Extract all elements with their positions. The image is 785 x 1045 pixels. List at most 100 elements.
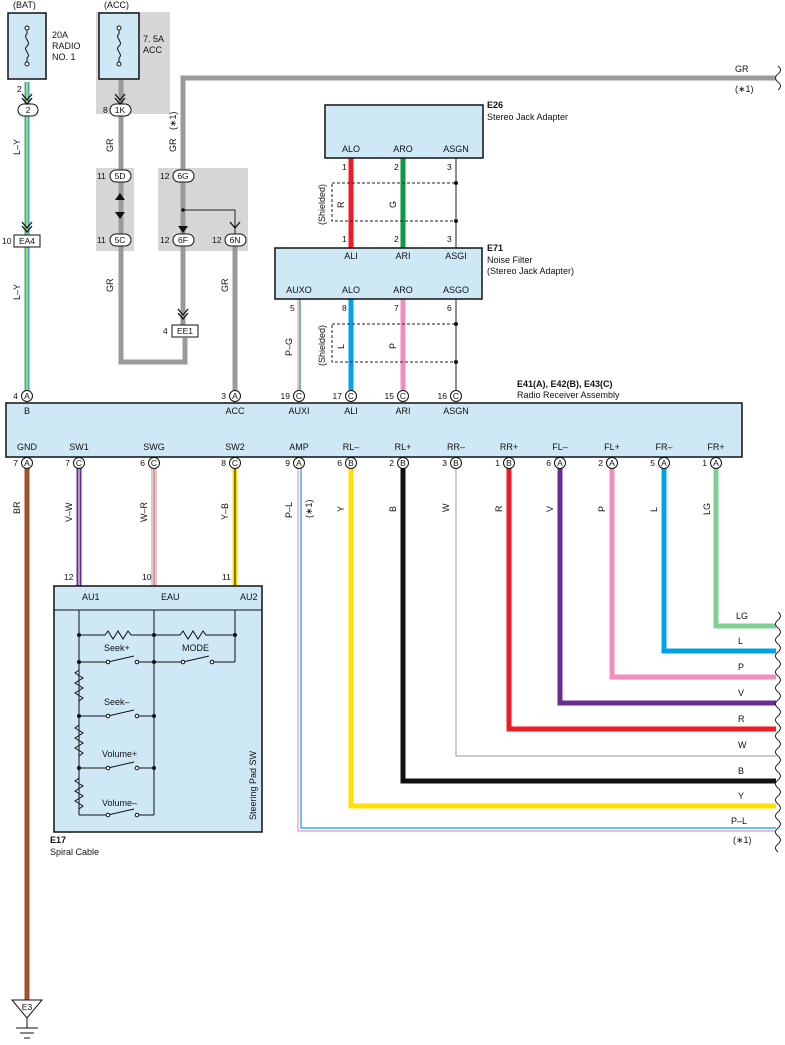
label-gr-top: GR: [735, 64, 749, 74]
radio-bottom-10-letter: A: [609, 458, 615, 468]
radio-bottom-6-letter: B: [400, 458, 406, 468]
wire-v: [557, 468, 776, 706]
label-g-e26: G: [388, 201, 398, 208]
label-vw: V–W: [64, 502, 74, 522]
connector-5d: 5D: [109, 169, 132, 183]
radio-bottom-12-letter: A: [713, 458, 719, 468]
label-y: Y: [336, 506, 346, 512]
radio-bottom-terminals: A7GNDC7SW1C6SWGC8SW2A9AMPB6RL–B2RL+B3RR–…: [13, 442, 725, 469]
e26-pin-2: 2: [394, 162, 399, 172]
switch-volume-minus: Volume–: [102, 798, 137, 808]
label-r: R: [494, 505, 504, 512]
label-note1: (∗1): [735, 84, 754, 94]
label-l-e71: L: [336, 344, 346, 349]
label-shielded2: (Shielded): [317, 325, 327, 366]
label-lg: LG: [702, 503, 712, 515]
wire-p2: [609, 468, 776, 680]
radio-bottom-2-letter: C: [151, 458, 157, 468]
radio-bottom-11-pin: 5: [650, 458, 655, 468]
label-ly2: L–Y: [12, 284, 22, 300]
radio-bottom-7-name: RR–: [447, 442, 465, 452]
radio-bottom-2-pin: 6: [140, 458, 145, 468]
radio-bottom-9-pin: 6: [546, 458, 551, 468]
radio-bottom-5-letter: B: [348, 458, 354, 468]
e17-term-au2: AU2: [240, 592, 258, 602]
radio-bottom-10-name: FL+: [604, 442, 620, 452]
svg-text:5C: 5C: [115, 235, 126, 245]
radio-box: [5, 402, 743, 458]
connector-1k: 1K: [109, 103, 132, 117]
pin-4-ee1: 4: [163, 326, 168, 336]
radio-top-5-marker: [450, 390, 462, 402]
wire-y: [348, 468, 776, 809]
svg-text:6G: 6G: [177, 171, 188, 181]
e17-pin-10: 10: [142, 572, 152, 582]
pin-2: 2: [17, 84, 22, 94]
radio-top-4-letter: C: [400, 391, 406, 401]
wire-l2: [661, 468, 776, 654]
radio-bottom-4-marker: [293, 457, 305, 469]
label-l: L: [649, 507, 659, 512]
switch-circuit: [74, 610, 236, 816]
radio-bottom-3-name: SW2: [225, 442, 245, 452]
switch-seek-minus: Seek–: [104, 697, 130, 707]
switch-seek-plus: Seek+: [104, 643, 130, 653]
e71-pin-6: 6: [447, 303, 452, 313]
radio-bottom-1-marker: [73, 457, 85, 469]
e17-box: [53, 585, 263, 833]
radio-top-5-letter: C: [453, 391, 459, 401]
e17-pin-11: 11: [222, 572, 231, 582]
e17-name: Spiral Cable: [50, 847, 99, 857]
radio-bottom-2-name: SWG: [143, 442, 165, 452]
e71-term-aro: ARO: [393, 285, 413, 295]
svg-text:6N: 6N: [230, 235, 241, 245]
radio-bottom-0-marker: [21, 457, 33, 469]
e71-box: [274, 247, 483, 300]
pin-11b: 11: [97, 235, 106, 245]
e71-term-ali: ALI: [344, 251, 358, 261]
connector-6g: 6G: [172, 169, 195, 183]
radio-bottom-7-pin: 3: [442, 458, 447, 468]
switch-volume-plus: Volume+: [102, 749, 137, 759]
e71-term-ari: ARI: [395, 251, 410, 261]
radio-top-1-pin: 3: [221, 391, 226, 401]
radio-top-1-letter: A: [232, 391, 238, 401]
radio-bottom-9-letter: A: [557, 458, 563, 468]
radio-bottom-3-pin: 8: [221, 458, 226, 468]
arrow-heads: [115, 193, 188, 233]
radio-top-5-name: ASGN: [443, 406, 469, 416]
e26-term-aro: ARO: [393, 144, 413, 154]
radio-bottom-6-pin: 2: [389, 458, 394, 468]
radio-top-3-name: ALI: [344, 406, 358, 416]
e26-pin-1: 1: [342, 162, 347, 172]
wire-pg: [297, 299, 301, 397]
e17-term-eau: EAU: [161, 592, 180, 602]
label-b: B: [388, 506, 398, 512]
radio-bottom-4-name: AMP: [289, 442, 309, 452]
label-r-e26: R: [336, 201, 346, 208]
radio-bottom-11-name: FR–: [655, 442, 672, 452]
radio-bottom-8-pin: 1: [495, 458, 500, 468]
e71-term-asgo: ASGO: [443, 285, 469, 295]
radio-bottom-5-name: RL–: [343, 442, 360, 452]
connector-ea4: EA4: [13, 234, 41, 248]
label-ly1: L–Y: [12, 139, 22, 155]
pin-12a: 12: [160, 171, 170, 181]
radio-bottom-7-marker: [450, 457, 462, 469]
radio-top-0-marker: [21, 390, 33, 402]
label-pl-note: (∗1): [304, 499, 314, 518]
radio-bottom-10-marker: [606, 457, 618, 469]
radio-bottom-1-name: SW1: [69, 442, 89, 452]
radio-top-1-name: ACC: [225, 406, 245, 416]
radio-bottom-11-marker: [658, 457, 670, 469]
radio-bottom-0-letter: A: [24, 458, 30, 468]
svg-text:W: W: [738, 740, 747, 750]
svg-text:B: B: [738, 766, 744, 776]
e71-name1: Noise Filter: [487, 255, 533, 265]
e71-pin-7: 7: [394, 303, 399, 313]
wire-lg: [713, 468, 776, 629]
e71-term-auxo: AUXO: [286, 285, 312, 295]
e26-term-asgn: ASGN: [443, 144, 469, 154]
